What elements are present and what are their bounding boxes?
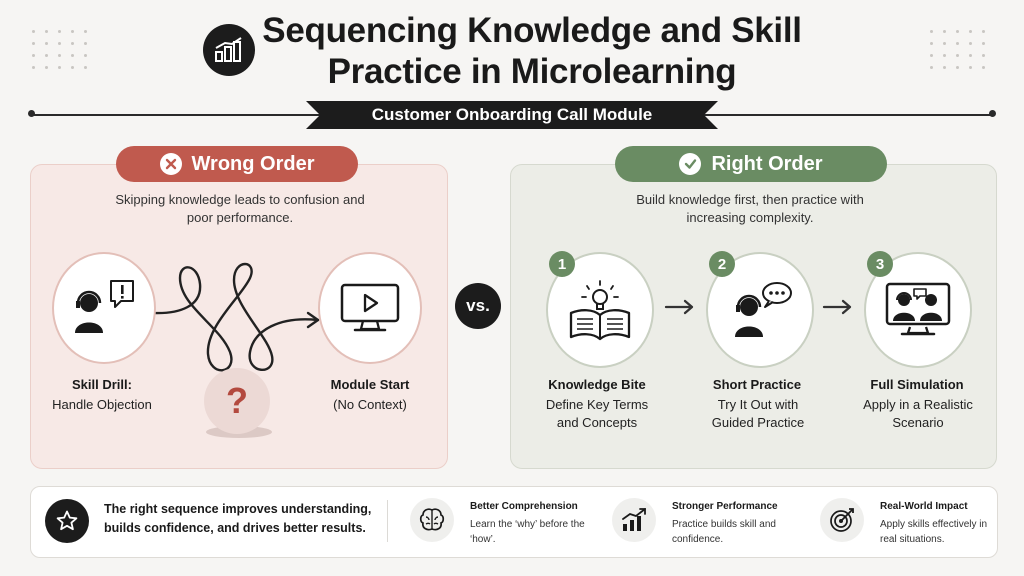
module-start-circle: [318, 252, 422, 364]
decorative-dots-right: [930, 30, 986, 69]
benefit-text: Apply skills effectively in real situati…: [880, 519, 988, 545]
x-icon: [159, 153, 182, 175]
open-book-lightbulb-icon: [569, 280, 631, 341]
knowledge-bite-detail: Define Key Terms and Concepts: [545, 397, 649, 430]
skill-drill-circle: [52, 252, 156, 364]
benefit-text: Practice builds skill and confidence.: [672, 519, 776, 545]
benefit-title: Better Comprehension: [470, 501, 578, 512]
skill-drill-title: Skill Drill:: [72, 377, 132, 392]
brain-icon: [410, 498, 454, 542]
knowledge-bite-title: Knowledge Bite: [548, 377, 646, 392]
growth-chart-icon: [612, 498, 656, 542]
subtitle: Customer Onboarding Call Module: [371, 105, 653, 124]
bar-chart-icon: [203, 24, 255, 76]
tangled-path-arrow: [151, 262, 320, 372]
footer-divider: [387, 500, 388, 542]
step-number-badge: 3: [867, 251, 893, 277]
question-mark-glyph: ?: [226, 380, 248, 421]
skill-drill-detail: Handle Objection: [52, 397, 152, 412]
video-monitor-icon: [340, 283, 400, 332]
check-icon: [679, 153, 702, 175]
full-simulation-title: Full Simulation: [870, 377, 964, 392]
rule-end-dot: [28, 110, 35, 117]
full-simulation-detail: Apply in a Realistic Scenario: [863, 397, 973, 430]
wrong-order-heading: Wrong Order: [116, 146, 358, 182]
subtitle-banner: [306, 101, 718, 129]
right-order-label: Right Order: [711, 152, 823, 175]
target-icon: [820, 498, 864, 542]
arrow-right-icon: [664, 299, 694, 315]
right-order-description: Build knowledge first, then practice wit…: [636, 192, 864, 225]
short-practice-detail: Try It Out with Guided Practice: [711, 397, 805, 430]
module-start-detail: (No Context): [333, 397, 407, 412]
rule-end-dot: [989, 110, 996, 117]
right-order-heading: Right Order: [615, 146, 887, 182]
step-number-badge: 1: [549, 251, 575, 277]
benefit-text: Learn the ‘why’ before the ‘how’.: [470, 519, 585, 545]
wrong-order-description: Skipping knowledge leads to confusion an…: [115, 192, 365, 225]
step-number-badge: 2: [709, 251, 735, 277]
benefit-title: Real-World Impact: [880, 501, 968, 512]
benefit-title: Stronger Performance: [672, 501, 778, 512]
headset-chat-icon: [735, 282, 792, 337]
module-start-title: Module Start: [330, 377, 410, 392]
star-icon: [45, 499, 89, 543]
vs-badge: vs.: [455, 283, 501, 329]
full-simulation-circle: [864, 252, 972, 368]
decorative-dots-left: [32, 30, 88, 69]
page-title: Sequencing Knowledge and Skill Practice …: [262, 11, 802, 91]
headset-agent-icon: [75, 280, 134, 333]
arrow-right-icon: [822, 299, 852, 315]
video-call-monitor-icon: [885, 282, 951, 336]
wrong-order-label: Wrong Order: [191, 152, 315, 175]
short-practice-title: Short Practice: [712, 377, 802, 392]
footer-summary: The right sequence improves understandin…: [104, 502, 372, 535]
question-mark-icon: ?: [204, 368, 270, 434]
